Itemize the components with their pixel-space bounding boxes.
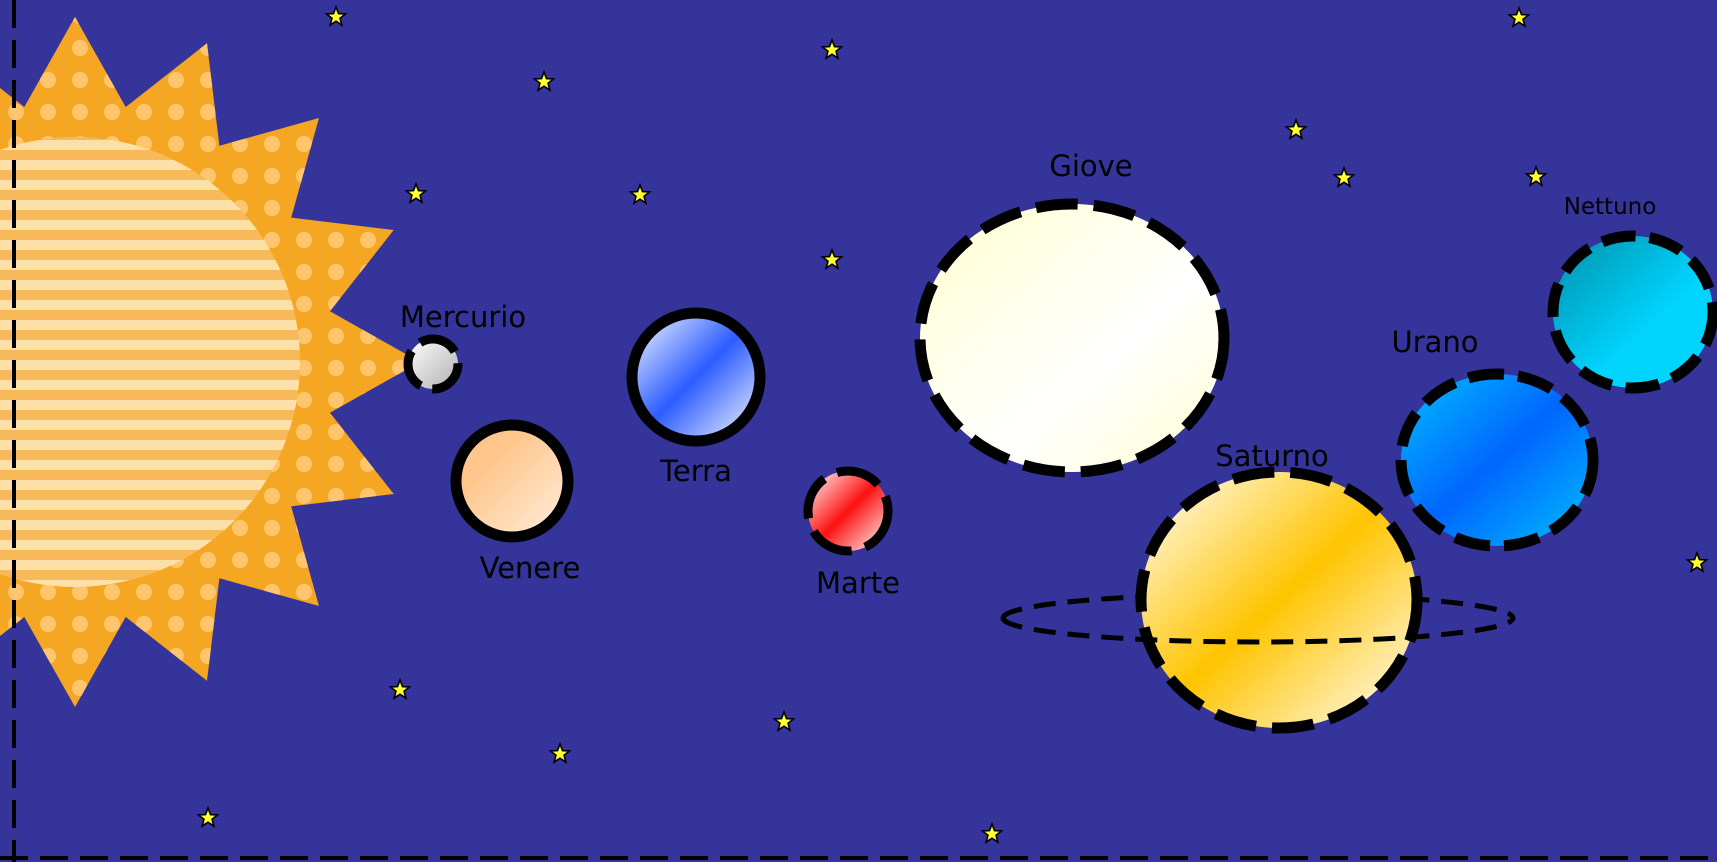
star-icon [548,741,572,764]
star-icon [1524,164,1548,187]
star-icon [324,4,348,27]
planet-urano-body[interactable] [1395,368,1599,552]
planet-nettuno[interactable]: Nettuno [1547,194,1717,394]
planet-mercurio-body[interactable] [403,334,463,394]
star-icon [772,709,796,732]
planet-nettuno-body[interactable] [1547,230,1717,394]
planet-venere[interactable]: Venere [450,419,581,585]
star-icon [388,677,412,700]
planet-saturno-label: Saturno [1215,439,1328,473]
star-icon [1685,550,1709,573]
planet-saturno[interactable]: Saturno [1000,439,1516,734]
planet-terra-label: Terra [659,454,732,488]
planet-terra[interactable]: Terra [626,307,766,488]
planet-terra-body[interactable] [626,307,766,447]
planet-venere-label: Venere [480,551,581,585]
planet-marte[interactable]: Marte [803,466,900,600]
sun-icon [0,17,420,707]
planet-venere-body[interactable] [450,419,574,543]
planet-mercurio[interactable]: Mercurio [400,300,526,394]
star-field [196,4,1709,844]
star-icon [980,821,1004,844]
planet-giove-label: Giove [1049,149,1132,183]
star-icon [1332,165,1356,188]
star-icon [820,247,844,270]
planet-giove-body[interactable] [914,198,1230,478]
planet-marte-label: Marte [816,566,900,600]
star-icon [532,69,556,92]
star-icon [196,805,220,828]
star-icon [820,37,844,60]
star-icon [404,181,428,204]
planet-saturno-body[interactable] [1135,466,1423,734]
planet-marte-body[interactable] [803,466,893,556]
planet-urano[interactable]: Urano [1391,325,1599,552]
saturno-ring-front [1000,617,1516,645]
sun-core [0,137,300,587]
planet-urano-label: Urano [1391,325,1478,359]
star-icon [628,182,652,205]
planet-giove[interactable]: Giove [914,149,1230,478]
planet-nettuno-label: Nettuno [1564,194,1657,220]
planet-mercurio-label: Mercurio [400,300,526,334]
star-icon [1507,5,1531,28]
star-icon [1284,117,1308,140]
